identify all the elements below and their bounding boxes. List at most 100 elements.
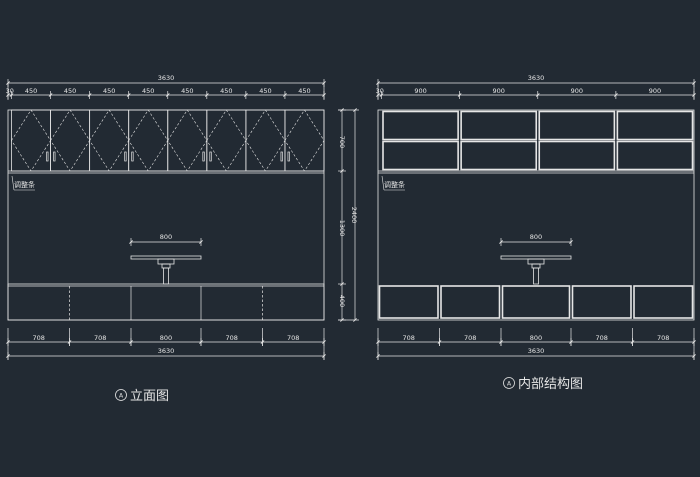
interior-title-group: A 内部结构图 — [503, 376, 583, 392]
interior-total-width-bottom: 3630 — [528, 347, 545, 355]
upper-cabinet-door — [128, 109, 169, 172]
elevation-right-dim-lower: 400 — [338, 295, 346, 307]
interior-bottom-dim-label: 708 — [403, 334, 415, 342]
upper-compartment-bottom — [616, 140, 694, 171]
sink-trap-mid — [531, 263, 541, 269]
door-swing-line — [245, 109, 286, 172]
elevation-total-width-bottom: 3630 — [158, 347, 175, 355]
elevation-total-width-top: 3630 — [158, 74, 175, 82]
elevation-top-dim-label: 450 — [103, 87, 115, 95]
lower-compartment — [501, 285, 571, 319]
interior-top-dim-tick — [379, 93, 384, 97]
elevation-sink-width: 800 — [160, 233, 172, 241]
interior-top-dim-label: 900 — [571, 87, 583, 95]
interior-top-dim-tick — [457, 93, 462, 97]
section-marker-icon — [503, 377, 515, 389]
sink-drain-pipe — [163, 267, 169, 285]
elevation-top-dim-label: 450 — [64, 87, 76, 95]
elevation-bottom-dim-label: 708 — [226, 334, 238, 342]
interior-sink-dim-tick — [499, 240, 503, 244]
interior-sink-width: 800 — [530, 233, 542, 241]
upper-cabinet-door — [89, 109, 130, 172]
upper-cabinet-door — [206, 109, 247, 172]
door-swing-line — [11, 109, 51, 172]
elevation-top-dim-label: 450 — [220, 87, 232, 95]
interior-top-dim-label: 900 — [649, 87, 661, 95]
interior-top-dim-label: 900 — [414, 87, 426, 95]
interior-top-dim-tick — [535, 93, 540, 97]
elevation-top-dim-label: 450 — [181, 87, 193, 95]
elevation-sink-dim-tick — [129, 240, 133, 244]
elevation-top-dim-label: 450 — [298, 87, 310, 95]
door-handle-icon — [287, 151, 290, 162]
sink-trap-top — [157, 258, 175, 265]
elevation-marker-letter: A — [119, 393, 124, 400]
lower-compartment — [440, 285, 501, 319]
lower-compartment — [571, 285, 632, 319]
door-handle-icon — [202, 151, 205, 162]
adjust-strip-leader — [381, 175, 385, 191]
door-swing-line — [284, 109, 325, 172]
door-handle-icon — [280, 151, 283, 162]
lower-compartment — [378, 285, 439, 319]
elevation-right-tick — [353, 108, 357, 112]
upper-cabinet-door — [50, 109, 91, 172]
elevation-top-dim-tick — [243, 93, 248, 97]
sink-drain-pipe — [533, 267, 539, 285]
elevation-top-dim-tick — [48, 93, 53, 97]
elevation-top-dim-tick — [283, 93, 287, 97]
elevation-bottom-dim-label: 800 — [160, 334, 172, 342]
interior-top-dim-tick — [613, 93, 618, 97]
elevation-top-dim-label: 450 — [25, 87, 37, 95]
elevation-right-tick — [340, 282, 344, 286]
interior-adjust-strip-label: 调整条 — [384, 180, 405, 189]
interior-top-dim-label: 30 — [376, 87, 384, 95]
elevation-top-dim-tick — [165, 93, 170, 97]
upper-cabinet-door — [245, 109, 286, 172]
interior-bottom-dim-label: 800 — [530, 334, 542, 342]
interior-title: 内部结构图 — [518, 376, 583, 392]
lower-compartment — [633, 285, 694, 319]
elevation-title-group: A 立面图 — [115, 389, 169, 404]
elevation-bottom-dim-label: 708 — [94, 334, 106, 342]
door-handle-icon — [124, 151, 127, 162]
door-handle-icon — [131, 151, 134, 162]
interior-bottom-dim-label: 708 — [464, 334, 476, 342]
interior-outline — [377, 109, 695, 321]
upper-compartment-bottom — [538, 140, 616, 171]
door-swing-line — [206, 109, 247, 172]
interior-sink-dim-tick — [569, 240, 573, 244]
elevation-top-dim-label: 450 — [142, 87, 154, 95]
interior-marker-letter: A — [507, 381, 512, 388]
upper-cabinet-door — [284, 109, 325, 172]
elevation-top-dim-label: 450 — [259, 87, 271, 95]
elevation-outline — [7, 109, 325, 321]
upper-cabinet-door — [167, 109, 208, 172]
interior-bottom-dim-label: 708 — [657, 334, 669, 342]
elevation-right-total: 2400 — [350, 207, 358, 224]
upper-compartment-bottom — [460, 140, 538, 171]
sink-trap-top — [527, 258, 545, 265]
upper-compartment-top — [616, 110, 694, 141]
elevation-title: 立面图 — [130, 389, 169, 404]
door-handle-icon — [209, 151, 212, 162]
upper-cabinet-door — [11, 109, 51, 172]
adjust-strip-leader — [11, 175, 15, 191]
upper-compartment-top — [382, 110, 459, 141]
elevation-top-dim-label: 30 — [6, 87, 14, 95]
upper-compartment-top — [460, 110, 538, 141]
sink-counter — [130, 255, 202, 260]
sink-counter — [500, 255, 572, 260]
elevation-top-dim-tick — [87, 93, 92, 97]
elevation-adjust-strip-label: 调整条 — [14, 180, 35, 189]
interior-bottom-dim-label: 708 — [596, 334, 608, 342]
upper-compartment-bottom — [382, 140, 459, 171]
elevation-top-dim-tick — [204, 93, 209, 97]
door-swing-line — [128, 109, 169, 172]
elevation-right-dim-upper: 700 — [338, 136, 346, 148]
elevation-right-tick — [353, 318, 357, 322]
lower-cabinet-outline — [7, 283, 325, 321]
